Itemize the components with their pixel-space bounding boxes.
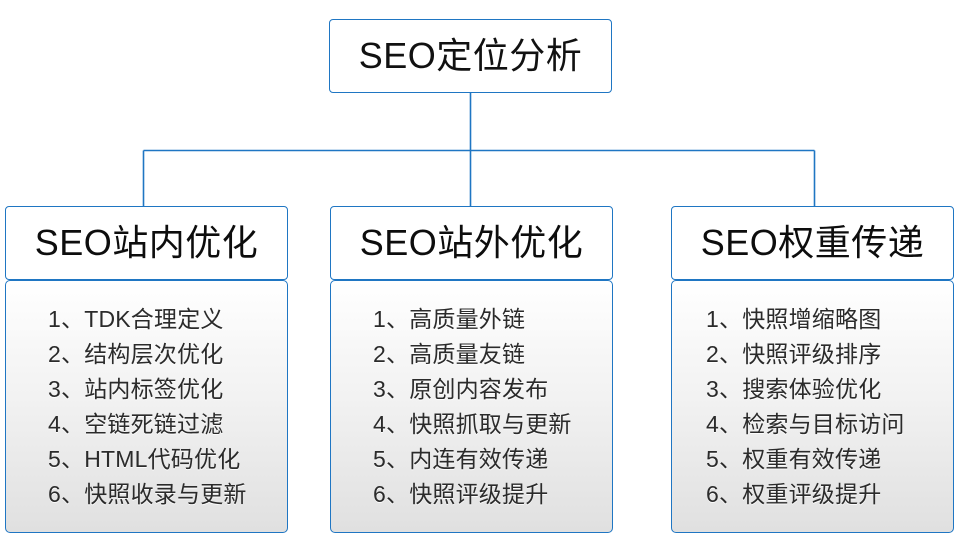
list-item: 3、站内标签优化 [48,375,224,402]
branch-header-seo-offsite[interactable]: SEO站外优化 [330,206,613,280]
list-item: 4、空链死链过滤 [48,410,224,437]
list-item: 6、权重评级提升 [706,480,882,507]
list-item: 3、搜索体验优化 [706,375,882,402]
list-item: 5、权重有效传递 [706,445,882,472]
branch-column-seo-weight: SEO权重传递 1、快照增缩略图 2、快照评级排序 3、搜索体验优化 4、检索与… [671,206,954,533]
branch-column-seo-onsite: SEO站内优化 1、TDK合理定义 2、结构层次优化 3、站内标签优化 4、空链… [5,206,288,533]
branch-column-seo-offsite: SEO站外优化 1、高质量外链 2、高质量友链 3、原创内容发布 4、快照抓取与… [330,206,613,533]
branch-body-seo-weight: 1、快照增缩略图 2、快照评级排序 3、搜索体验优化 4、检索与目标访问 5、权… [671,280,954,533]
branch-header-seo-onsite[interactable]: SEO站内优化 [5,206,288,280]
list-item: 6、快照收录与更新 [48,480,247,507]
branch-item-list: 1、TDK合理定义 2、结构层次优化 3、站内标签优化 4、空链死链过滤 5、H… [6,302,287,512]
list-item: 2、高质量友链 [373,340,526,367]
branch-item-list: 1、快照增缩略图 2、快照评级排序 3、搜索体验优化 4、检索与目标访问 5、权… [672,302,953,512]
list-item: 1、高质量外链 [373,305,526,332]
list-item: 4、检索与目标访问 [706,410,905,437]
branch-header-label: SEO权重传递 [700,222,925,263]
branch-item-list: 1、高质量外链 2、高质量友链 3、原创内容发布 4、快照抓取与更新 5、内连有… [331,302,612,512]
list-item: 2、快照评级排序 [706,340,882,367]
list-item: 6、快照评级提升 [373,480,549,507]
list-item: 1、TDK合理定义 [48,305,224,332]
list-item: 2、结构层次优化 [48,340,224,367]
list-item: 3、原创内容发布 [373,375,549,402]
branch-header-label: SEO站内优化 [34,222,259,263]
branch-header-seo-weight[interactable]: SEO权重传递 [671,206,954,280]
branch-header-label: SEO站外优化 [359,222,584,263]
list-item: 1、快照增缩略图 [706,305,882,332]
list-item: 4、快照抓取与更新 [373,410,572,437]
branch-body-seo-offsite: 1、高质量外链 2、高质量友链 3、原创内容发布 4、快照抓取与更新 5、内连有… [330,280,613,533]
root-node[interactable]: SEO定位分析 [329,19,612,93]
list-item: 5、内连有效传递 [373,445,549,472]
branch-body-seo-onsite: 1、TDK合理定义 2、结构层次优化 3、站内标签优化 4、空链死链过滤 5、H… [5,280,288,533]
root-node-label: SEO定位分析 [358,35,583,76]
list-item: 5、HTML代码优化 [48,445,241,472]
